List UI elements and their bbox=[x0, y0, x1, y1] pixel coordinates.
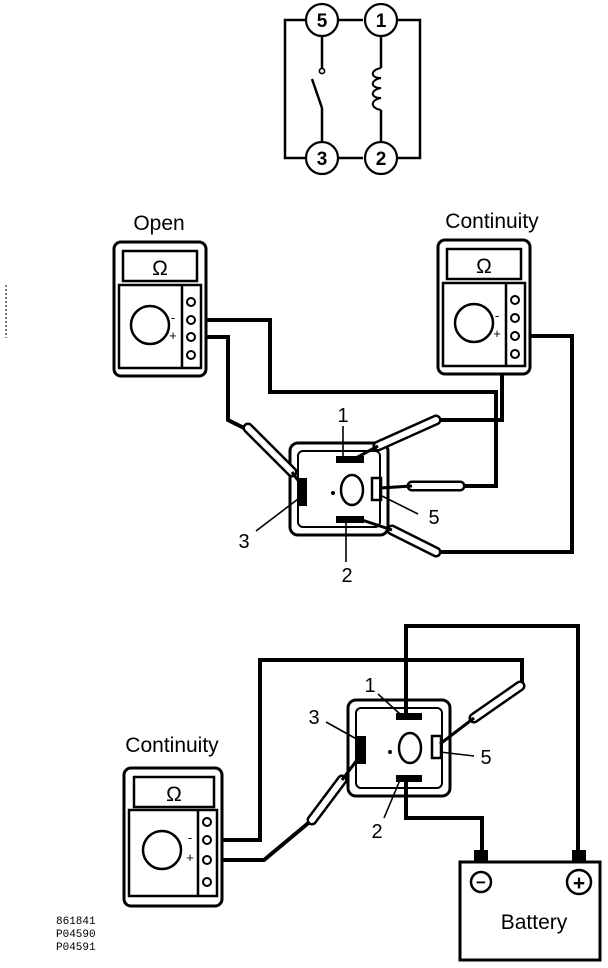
svg-text:2: 2 bbox=[341, 565, 352, 587]
svg-text:1: 1 bbox=[337, 405, 348, 427]
svg-text:3: 3 bbox=[308, 707, 319, 729]
plus-icon bbox=[565, 868, 593, 896]
figure-code: 861841 bbox=[56, 916, 96, 928]
battery-continuity-test: Ω - + Continuity − + Battery bbox=[122, 624, 602, 962]
svg-text:-: - bbox=[188, 830, 192, 845]
relay-schematic: 5 1 3 2 bbox=[283, 2, 422, 176]
svg-text:5: 5 bbox=[428, 507, 439, 529]
terminal-label: 1 bbox=[376, 11, 387, 32]
svg-text:+: + bbox=[169, 328, 177, 343]
ohm-icon: Ω bbox=[476, 255, 492, 278]
svg-text:−: − bbox=[476, 873, 486, 892]
coil-symbol bbox=[371, 37, 383, 141]
svg-text:1: 1 bbox=[364, 675, 375, 697]
minus-icon bbox=[469, 870, 493, 894]
battery-label: Battery bbox=[501, 911, 568, 934]
dial-icon bbox=[129, 304, 171, 346]
probes bbox=[306, 668, 526, 826]
open-continuity-test: Ω - + Open Ω - + Continuity bbox=[112, 210, 574, 587]
svg-text:+: + bbox=[573, 872, 585, 895]
ohm-icon: Ω bbox=[152, 257, 168, 280]
meter-label-continuity: Continuity bbox=[125, 734, 219, 757]
schematic-terminal-2: 2 bbox=[363, 140, 399, 176]
schematic-terminal-3: 3 bbox=[304, 140, 340, 176]
switch-symbol bbox=[310, 37, 326, 141]
terminal-callouts: 1 3 5 2 bbox=[308, 675, 491, 843]
probes bbox=[242, 414, 466, 558]
multimeter-continuity-bottom: Ω - + bbox=[122, 766, 224, 908]
multimeter-continuity: Ω - + bbox=[436, 238, 532, 376]
figure-code: P04590 bbox=[56, 929, 96, 941]
dial-icon bbox=[453, 302, 495, 344]
schematic-terminal-5: 5 bbox=[304, 2, 340, 38]
svg-text:+: + bbox=[186, 850, 194, 865]
terminal-label: 5 bbox=[317, 11, 328, 32]
svg-text:3: 3 bbox=[238, 531, 249, 553]
schematic-terminal-1: 1 bbox=[363, 2, 399, 38]
terminal-callouts: 1 3 5 2 bbox=[238, 405, 439, 587]
figure-code: P04591 bbox=[56, 942, 96, 954]
test-leads bbox=[208, 624, 580, 862]
relay bbox=[288, 441, 390, 537]
terminal-label: 2 bbox=[376, 149, 387, 170]
meter-label-open: Open bbox=[133, 212, 184, 235]
svg-text:-: - bbox=[495, 308, 499, 323]
dial-icon bbox=[141, 829, 183, 871]
battery: − + Battery bbox=[458, 850, 602, 962]
svg-text:-: - bbox=[171, 310, 175, 325]
svg-text:5: 5 bbox=[480, 747, 491, 769]
relay bbox=[346, 698, 452, 798]
ohm-icon: Ω bbox=[166, 783, 182, 806]
meter-label-continuity: Continuity bbox=[445, 210, 539, 233]
svg-text:+: + bbox=[493, 326, 501, 341]
multimeter-open: Ω - + bbox=[112, 240, 208, 378]
terminal-label: 3 bbox=[317, 149, 328, 170]
svg-text:2: 2 bbox=[371, 821, 382, 843]
